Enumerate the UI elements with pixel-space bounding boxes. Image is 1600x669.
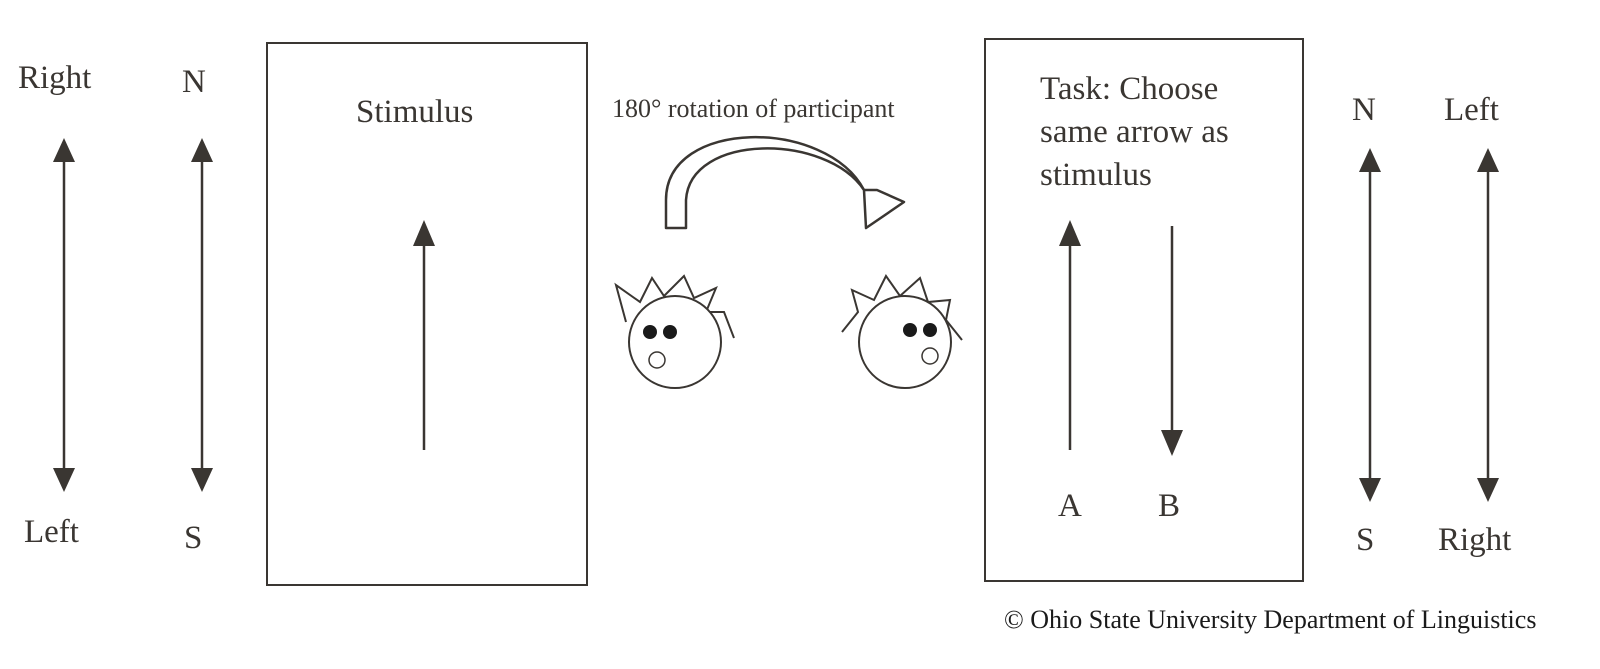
rotation-curved-arrow (664, 136, 906, 230)
option-a-label: A (1058, 488, 1082, 524)
right-absolute-double-arrow (1359, 148, 1381, 502)
participant-figure-after (841, 274, 963, 389)
left-absolute-top-label: N (182, 64, 206, 100)
rotation-label: 180° rotation of participant (612, 94, 895, 123)
left-relative-bottom-label: Left (24, 514, 79, 550)
participant-figure-before (614, 274, 735, 389)
right-relative-top-label: Left (1444, 92, 1499, 128)
right-absolute-top-label: N (1352, 92, 1376, 128)
left-relative-double-arrow (53, 138, 75, 492)
task-panel (984, 38, 1304, 582)
option-b-label: B (1158, 488, 1181, 524)
stimulus-panel (266, 42, 588, 586)
right-relative-bottom-label: Right (1438, 522, 1512, 558)
right-relative-double-arrow (1477, 148, 1499, 502)
task-title: Task: Choose same arrow as stimulus (1040, 71, 1229, 193)
stimulus-title: Stimulus (356, 94, 474, 130)
stimulus-arrow-up (413, 220, 435, 450)
right-absolute-bottom-label: S (1356, 522, 1375, 558)
option-a-arrow-up (1059, 220, 1081, 450)
option-b-arrow-down (1161, 226, 1183, 456)
left-absolute-double-arrow (191, 138, 213, 492)
left-relative-top-label: Right (18, 60, 92, 96)
left-absolute-bottom-label: S (184, 520, 203, 556)
copyright-caption: © Ohio State University Department of Li… (1004, 605, 1537, 634)
